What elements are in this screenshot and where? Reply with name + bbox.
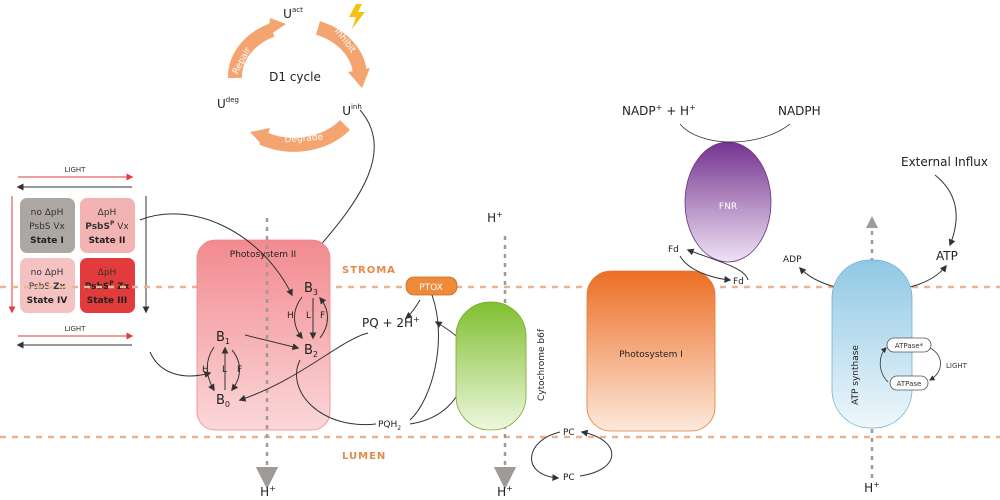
u-inh-label: Uinh — [342, 103, 362, 118]
light-bottom-label: LIGHT — [65, 325, 87, 333]
pqh2-label: PQH2 — [378, 420, 401, 432]
state-2-line2: PsbSP Vx — [85, 220, 129, 232]
photosystem-i-label: Photosystem I — [619, 350, 683, 360]
h-label-lower: H — [202, 365, 209, 375]
b1-label: B1 — [216, 330, 230, 346]
adp-label: ADP — [783, 255, 802, 265]
photosystem-ii-title: Photosystem II — [230, 250, 296, 260]
cytochrome-b6f-label: Cytochrome b6f — [537, 328, 547, 401]
state-1-box — [20, 198, 75, 253]
state-3-box — [80, 258, 135, 313]
atpase-box — [889, 375, 929, 391]
stroma-label: STROMA — [342, 265, 396, 276]
states-panel: LIGHT no ΔpH PsbS Vx State I ΔpH PsbSP V… — [8, 166, 150, 349]
atpase-label: ATPase — [897, 380, 922, 388]
atpase-light-label: LIGHT — [946, 362, 968, 370]
h-plus-cyt: H+ — [497, 484, 513, 499]
atpase-star-box — [886, 337, 932, 353]
atp-synthase-label: ATP synthase — [851, 345, 861, 405]
external-influx-arrow — [934, 174, 957, 247]
state-4-line1: no ΔpH — [31, 268, 64, 278]
states-to-psii-b3-arrow — [139, 213, 293, 297]
state-2-line1: ΔpH — [98, 208, 117, 218]
lumen-label: LUMEN — [342, 451, 386, 462]
nadp-label: NADP+ + H+ — [622, 103, 696, 118]
lightning-icon — [349, 4, 365, 29]
nadp-to-nadph-arc — [679, 123, 791, 143]
fnr-label: FNR — [719, 202, 737, 212]
cytochrome-b6f-body — [455, 301, 527, 431]
state-4-name: State IV — [27, 296, 68, 306]
d1-cycle: Repair Inhibit Degrade Uact Uinh Udeg D1… — [217, 4, 370, 152]
state-2-box — [80, 198, 135, 253]
pq-label: PQ + 2H+ — [362, 315, 420, 330]
psii-transition-arrows — [206, 296, 328, 392]
fd-label-2: Fd — [733, 277, 744, 287]
external-influx-label: External Influx — [901, 155, 988, 169]
d1-to-psii-arrow — [317, 109, 375, 250]
fd-label-1: Fd — [668, 245, 679, 255]
light-top-label: LIGHT — [65, 166, 87, 174]
state-4-line2: PsbS Zx — [29, 282, 66, 292]
photosystem-ii: Photosystem II — [196, 239, 331, 431]
u-deg-label: Udeg — [217, 96, 239, 111]
state-1-line1: no ΔpH — [31, 208, 64, 218]
states-to-b1-arrow — [149, 351, 212, 378]
h-plus-top: H+ — [487, 210, 503, 225]
degrade-label: Degrade — [284, 133, 324, 146]
state-4-box — [20, 258, 75, 313]
b0-label: B0 — [216, 393, 230, 409]
h-plus-psii: H+ — [260, 484, 276, 499]
fd-cycle-arrows — [679, 248, 749, 283]
b2-label: B2 — [304, 343, 318, 359]
f-label-upper: F — [320, 311, 325, 321]
l-label-upper: L — [306, 311, 311, 321]
pc-top-label: PC — [563, 428, 575, 438]
atpase-cycle-arrows — [879, 347, 941, 383]
pc-bottom-label: PC — [563, 473, 575, 483]
state-1-line2: PsbS Vx — [29, 222, 65, 232]
ptox-label: PTOX — [419, 283, 443, 293]
photosystem-ii-body — [196, 239, 331, 431]
atpase-star-label: ATPase* — [895, 342, 924, 350]
h-plus-atp: H+ — [864, 480, 880, 495]
pc-cycle-arrows — [531, 429, 613, 482]
state-3-name: State III — [87, 296, 127, 306]
d1-cycle-title: D1 cycle — [269, 70, 321, 84]
h-label-upper: H — [287, 311, 294, 321]
atp-label: ATP — [936, 249, 958, 263]
atp-channel-arrowhead — [866, 216, 878, 228]
state-2-name: State II — [88, 236, 125, 246]
u-act-label: Uact — [283, 6, 303, 21]
d1-cycle-ring — [228, 18, 370, 152]
nadph-label: NADPH — [778, 104, 821, 118]
state-3-line1: ΔpH — [98, 268, 117, 278]
photosystem-i-body — [586, 270, 716, 432]
ptox-body — [405, 276, 458, 296]
b3-label: B3 — [304, 281, 318, 297]
state-1-name: State I — [30, 236, 64, 246]
